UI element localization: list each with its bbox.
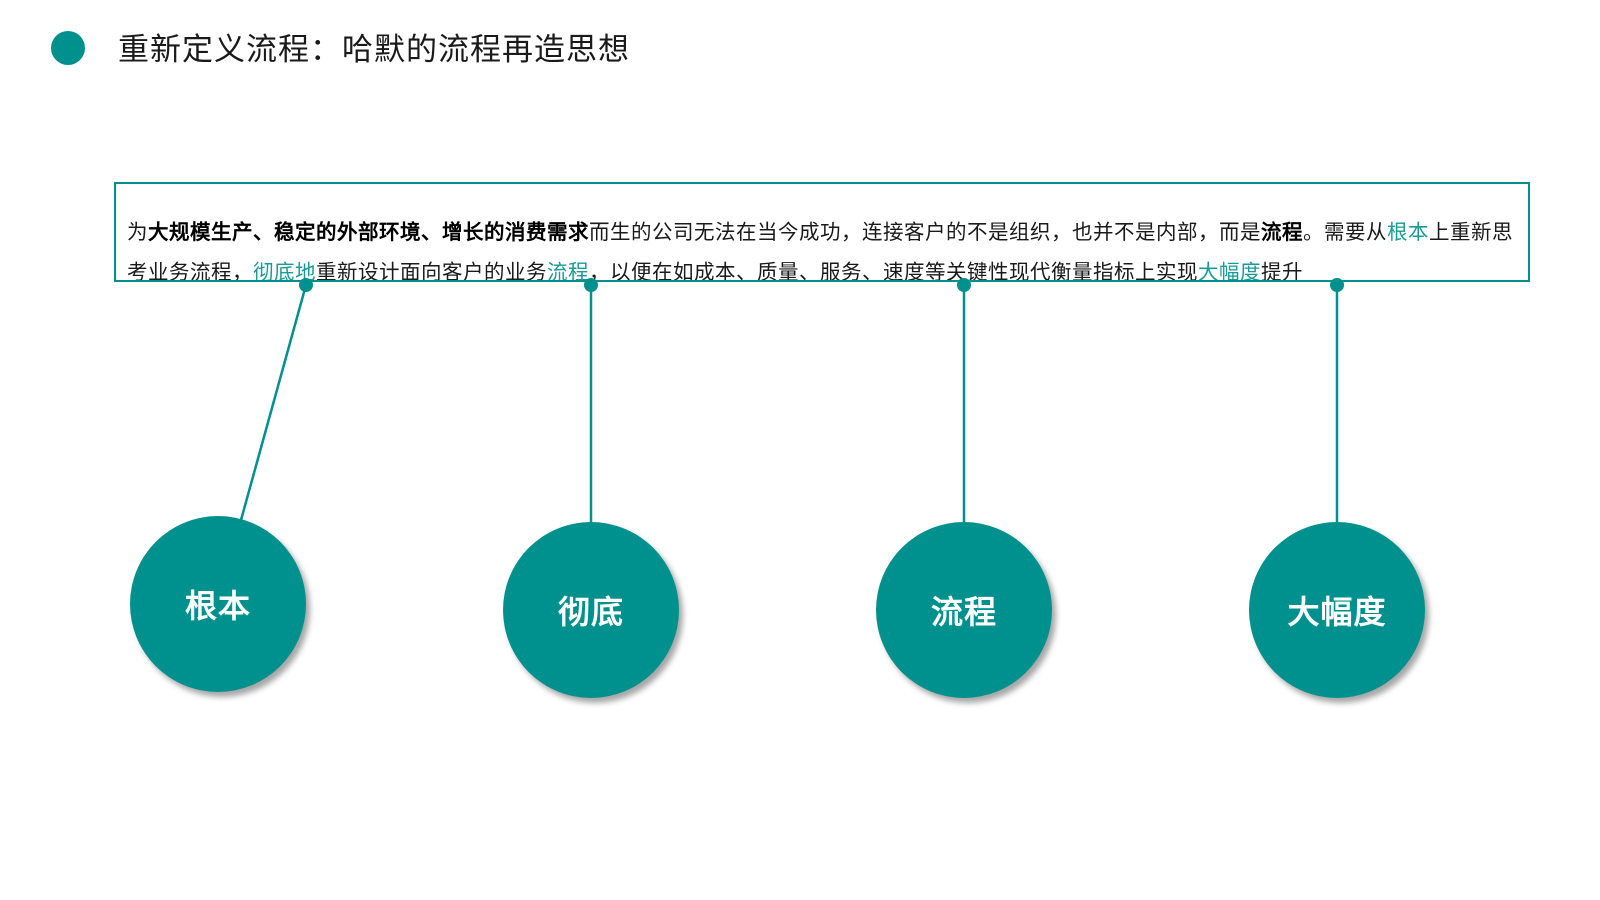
text-segment-highlight: 流程 [547, 260, 589, 282]
keyword-circle-genben: 根本 [130, 516, 306, 692]
keyword-label: 大幅度 [1287, 593, 1387, 631]
description-text-box: 为大规模生产、稳定的外部环境、增长的消费需求而生的公司无法在当今成功，连接客户的… [114, 182, 1530, 282]
text-segment-bold: 流程 [1261, 220, 1303, 244]
text-segment-highlight: 根本 [1387, 220, 1429, 244]
text-segment: ，以便在如成本、质量、服务、速度等关键性现代衡量指标上实现 [589, 260, 1198, 282]
keyword-circle-liucheng: 流程 [876, 522, 1052, 698]
text-segment: 而生的公司无法在当今成功，连接客户的不是组织，也并不是内部，而是 [589, 220, 1261, 244]
text-segment: 。需要从 [1303, 220, 1387, 244]
text-segment-bold: 大规模生产、稳定的外部环境、增长的消费需求 [148, 220, 589, 244]
text-segment: 提升 [1261, 260, 1303, 282]
connector-line-1 [239, 284, 308, 521]
text-segment: 重新设计面向客户的业务 [316, 260, 547, 282]
text-segment: 为 [127, 220, 148, 244]
text-segment-highlight: 彻底地 [253, 260, 316, 282]
keyword-label: 流程 [930, 593, 997, 631]
keyword-label: 根本 [184, 587, 251, 625]
keyword-circle-dafudu: 大幅度 [1249, 522, 1425, 698]
text-segment-highlight: 大幅度 [1198, 260, 1261, 282]
keyword-circle-chedi: 彻底 [503, 522, 679, 698]
text-segment: 上重新思考业务流程， [127, 220, 1513, 282]
title-bullet-icon [51, 31, 85, 65]
slide-title: 重新定义流程：哈默的流程再造思想 [118, 32, 630, 68]
keyword-label: 彻底 [557, 593, 624, 631]
description-paragraph: 为大规模生产、稳定的外部环境、增长的消费需求而生的公司无法在当今成功，连接客户的… [127, 212, 1527, 282]
